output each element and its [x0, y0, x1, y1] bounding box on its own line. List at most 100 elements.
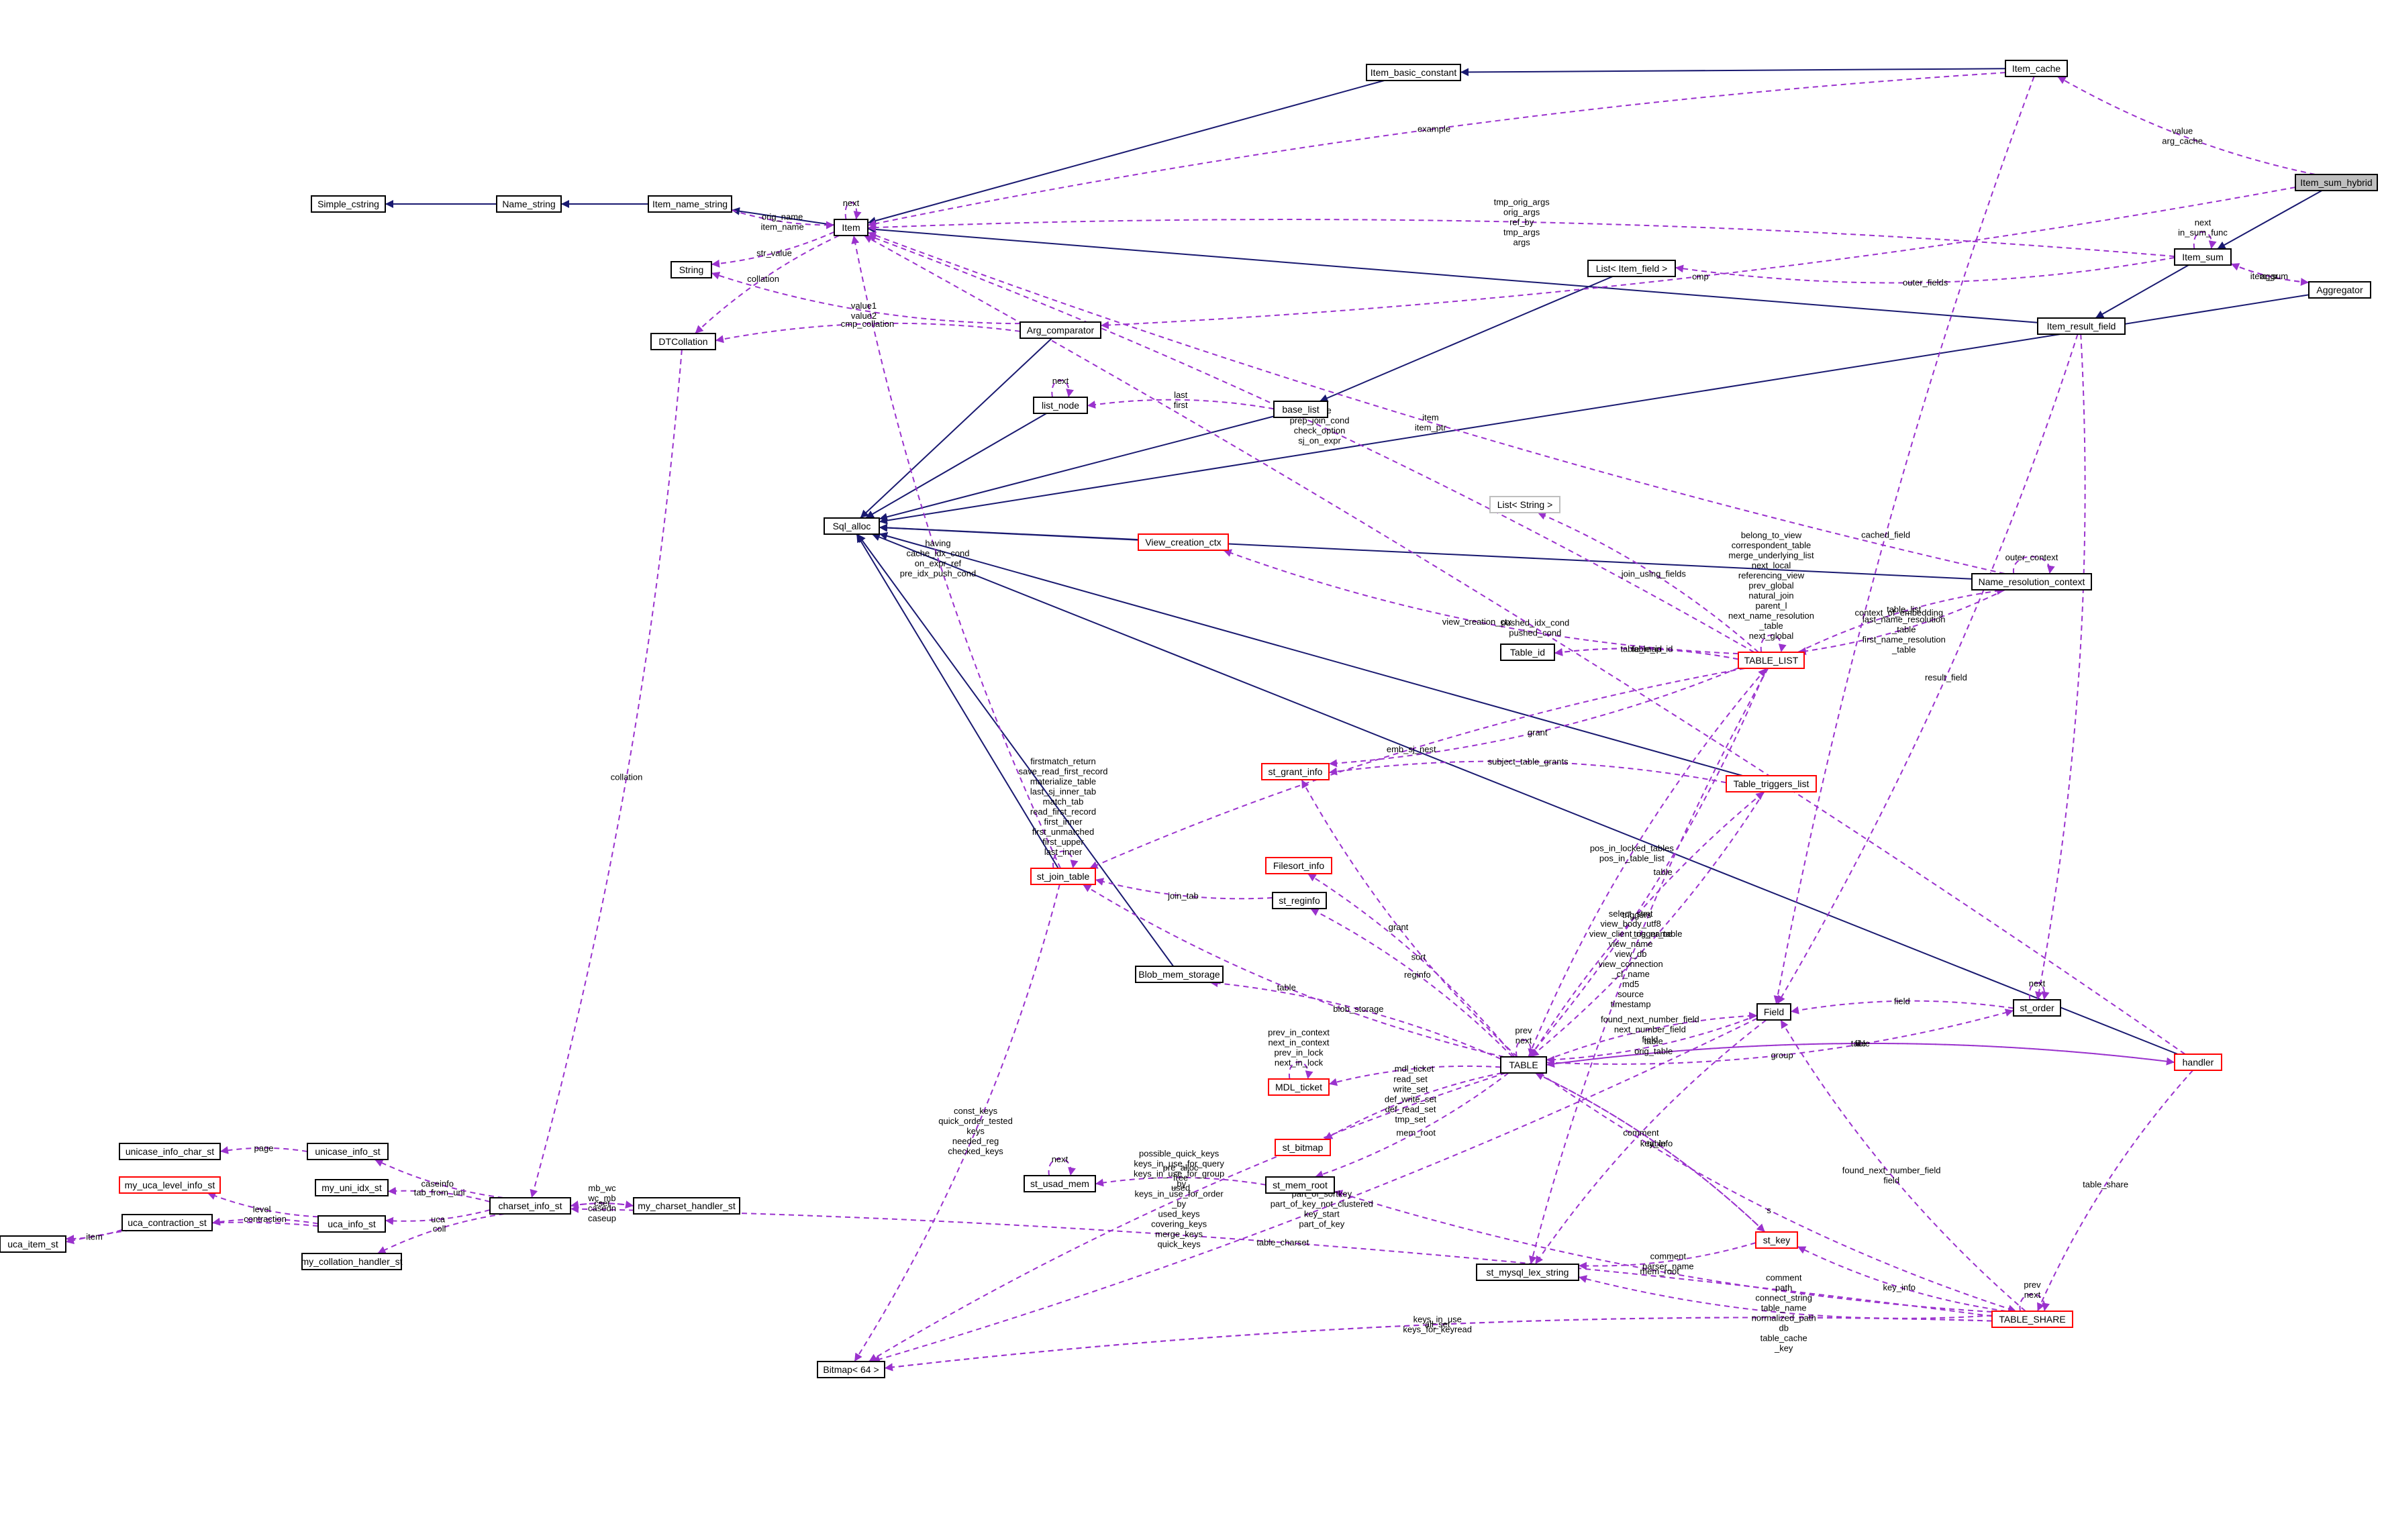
node-box — [1366, 64, 1461, 81]
class-node-string[interactable]: String — [670, 261, 712, 278]
class-node-st-order[interactable]: st_order — [2013, 999, 2061, 1017]
class-node-aggregator[interactable]: Aggregator — [2308, 281, 2371, 299]
class-node-name-resolution-context[interactable]: Name_resolution_context — [1971, 573, 2092, 591]
node-label: my_collation_handler_st — [301, 1256, 403, 1267]
node-box — [2308, 281, 2371, 299]
class-node-item-result-field[interactable]: Item_result_field — [2037, 317, 2126, 335]
node-label: unicase_info_char_st — [126, 1146, 214, 1157]
edge-Arg_comparator-to-Sql_alloc — [860, 338, 1052, 519]
class-node-st-mem-root[interactable]: st_mem_root — [1265, 1176, 1335, 1194]
node-box — [834, 219, 868, 236]
edge-Item_sum_hybrid-to-Item_sum — [2217, 190, 2322, 250]
usage-edge — [1082, 884, 1504, 1058]
edge-label: join_tab — [1167, 890, 1199, 901]
edge-label: all_set — [1425, 1319, 1450, 1329]
class-node-name-string[interactable]: Name_string — [496, 195, 562, 213]
edge-Item_basic_constant-to-Item — [867, 80, 1385, 225]
class-node-base-list[interactable]: base_list — [1273, 401, 1328, 418]
class-node-arg-comparator[interactable]: Arg_comparator — [1020, 321, 1101, 339]
edge-label-line: next — [1516, 1035, 1532, 1045]
class-node-table-list[interactable]: TABLE_LIST — [1738, 652, 1805, 669]
edge-label-line: ref_by — [1509, 217, 1534, 227]
class-node-st-reginfo[interactable]: st_reginfo — [1272, 892, 1327, 909]
class-node-my-charset-handler-st[interactable]: my_charset_handler_st — [633, 1197, 740, 1215]
edge-label-line: check_option — [1294, 425, 1346, 435]
edge-handler-to-Item — [863, 235, 2186, 1055]
node-box — [1273, 401, 1328, 418]
class-node-charset-info-st[interactable]: charset_info_st — [489, 1197, 571, 1215]
edge-Name_resolution_context-to-TABLE_LIST — [1797, 589, 2005, 656]
class-node-item-cache[interactable]: Item_cache — [2005, 60, 2068, 77]
class-node-my-uni-idx-st[interactable]: my_uni_idx_st — [315, 1179, 389, 1196]
class-node-unicase-info-char-st[interactable]: unicase_info_char_st — [119, 1143, 221, 1160]
edge-label-line: possible_quick_keys — [1139, 1149, 1220, 1159]
node-label: List< Item_field > — [1596, 263, 1668, 274]
edge-label-line: cached_field — [1861, 529, 1910, 540]
class-node-field[interactable]: Field — [1756, 1003, 1791, 1021]
edge-label: subject_table_grants — [1488, 757, 1569, 767]
edge-st_key-to-TABLE — [1534, 1072, 1766, 1233]
class-node-table-id[interactable]: Table_id — [1500, 644, 1555, 661]
usage-edge — [694, 235, 840, 334]
edge-label-line: view_db — [1615, 949, 1647, 959]
edge-label: next — [1052, 376, 1069, 386]
class-node-st-mysql-lex-string[interactable]: st_mysql_lex_string — [1476, 1264, 1579, 1281]
class-node-uca-info-st[interactable]: uca_info_st — [317, 1215, 386, 1233]
class-node-my-uca-level-info-st[interactable]: my_uca_level_info_st — [119, 1176, 221, 1194]
class-node-st-key[interactable]: st_key — [1755, 1231, 1798, 1249]
class-node-uca-contraction-st[interactable]: uca_contraction_st — [121, 1214, 213, 1231]
edge-Table_triggers_list-to-st_grant_info — [1328, 760, 1727, 784]
class-node-uca-item-st[interactable]: uca_item_st — [0, 1235, 66, 1253]
class-node-table[interactable]: TABLE — [1500, 1056, 1547, 1074]
class-node-unicase-info-st[interactable]: unicase_info_st — [307, 1143, 389, 1160]
class-node-mdl-ticket[interactable]: MDL_ticket — [1268, 1078, 1330, 1096]
usage-edge — [2193, 231, 2217, 250]
class-node-bitmap64[interactable]: Bitmap< 64 > — [817, 1361, 885, 1378]
edge-label: aggr — [2261, 271, 2279, 281]
usage-edge — [1797, 586, 2005, 653]
node-label: List< String > — [1497, 499, 1553, 510]
usage-edge — [1530, 791, 1765, 1058]
class-node-list-string[interactable]: List< String > — [1489, 496, 1560, 513]
class-node-filesort-info[interactable]: Filesort_info — [1265, 857, 1332, 874]
edge-label-line: correspondent_table — [1732, 540, 1811, 550]
class-node-item-sum-hybrid[interactable]: Item_sum_hybrid — [2295, 174, 2378, 191]
edge-label-line: prev_global — [1748, 580, 1793, 591]
class-node-list-item-field[interactable]: List< Item_field > — [1587, 260, 1676, 277]
class-node-sql-alloc[interactable]: Sql_alloc — [824, 517, 880, 535]
class-node-st-join-table[interactable]: st_join_table — [1030, 868, 1096, 885]
node-label: st_mysql_lex_string — [1487, 1267, 1569, 1278]
class-node-table-share[interactable]: TABLE_SHARE — [1991, 1311, 2073, 1328]
edge-TABLE-to-st_reginfo — [1309, 908, 1513, 1058]
class-node-item[interactable]: Item — [834, 219, 868, 236]
class-node-item-sum[interactable]: Item_sum — [2174, 248, 2232, 266]
edge-label-line: first_upper — [1042, 837, 1084, 847]
class-node-st-usad-mem[interactable]: st_usad_mem — [1024, 1175, 1096, 1192]
class-node-st-grant-info[interactable]: st_grant_info — [1261, 763, 1330, 780]
edge-label-line: pre_alloc — [1163, 1162, 1199, 1172]
class-node-list-node[interactable]: list_node — [1033, 397, 1088, 414]
class-node-table-triggers-list[interactable]: Table_triggers_list — [1726, 775, 1817, 792]
edge-label-line: prev_in_context — [1268, 1027, 1330, 1037]
class-node-my-collation-handler-st[interactable]: my_collation_handler_st — [301, 1253, 403, 1270]
class-node-st-bitmap[interactable]: st_bitmap — [1275, 1139, 1331, 1156]
edge-label-line: view_client_cs_name — [1589, 929, 1673, 939]
class-node-item-name-string[interactable]: Item_name_string — [648, 195, 732, 213]
edge-label-line: value1 — [851, 301, 877, 311]
class-node-dtcollation[interactable]: DTCollation — [650, 333, 716, 350]
edge-TABLE_SHARE-to-st_mysql_lex_string — [1578, 1275, 1993, 1319]
class-node-view-creation-ctx[interactable]: View_creation_ctx — [1138, 533, 1229, 551]
edge-TABLE_LIST-to-st_mysql_lex_string — [1528, 668, 1769, 1265]
usage-edge — [884, 1317, 1993, 1372]
class-node-blob-mem-storage[interactable]: Blob_mem_storage — [1135, 966, 1224, 983]
edge-label: item_sum — [2250, 271, 2288, 281]
node-box — [1265, 1176, 1335, 1194]
class-node-item-basic-constant[interactable]: Item_basic_constant — [1366, 64, 1461, 81]
edge-label: mdl_ticket — [1395, 1064, 1434, 1074]
node-label: Bitmap< 64 > — [823, 1364, 879, 1375]
class-node-handler[interactable]: handler — [2174, 1054, 2222, 1071]
class-node-simple-cstring[interactable]: Simple_cstring — [311, 195, 386, 213]
